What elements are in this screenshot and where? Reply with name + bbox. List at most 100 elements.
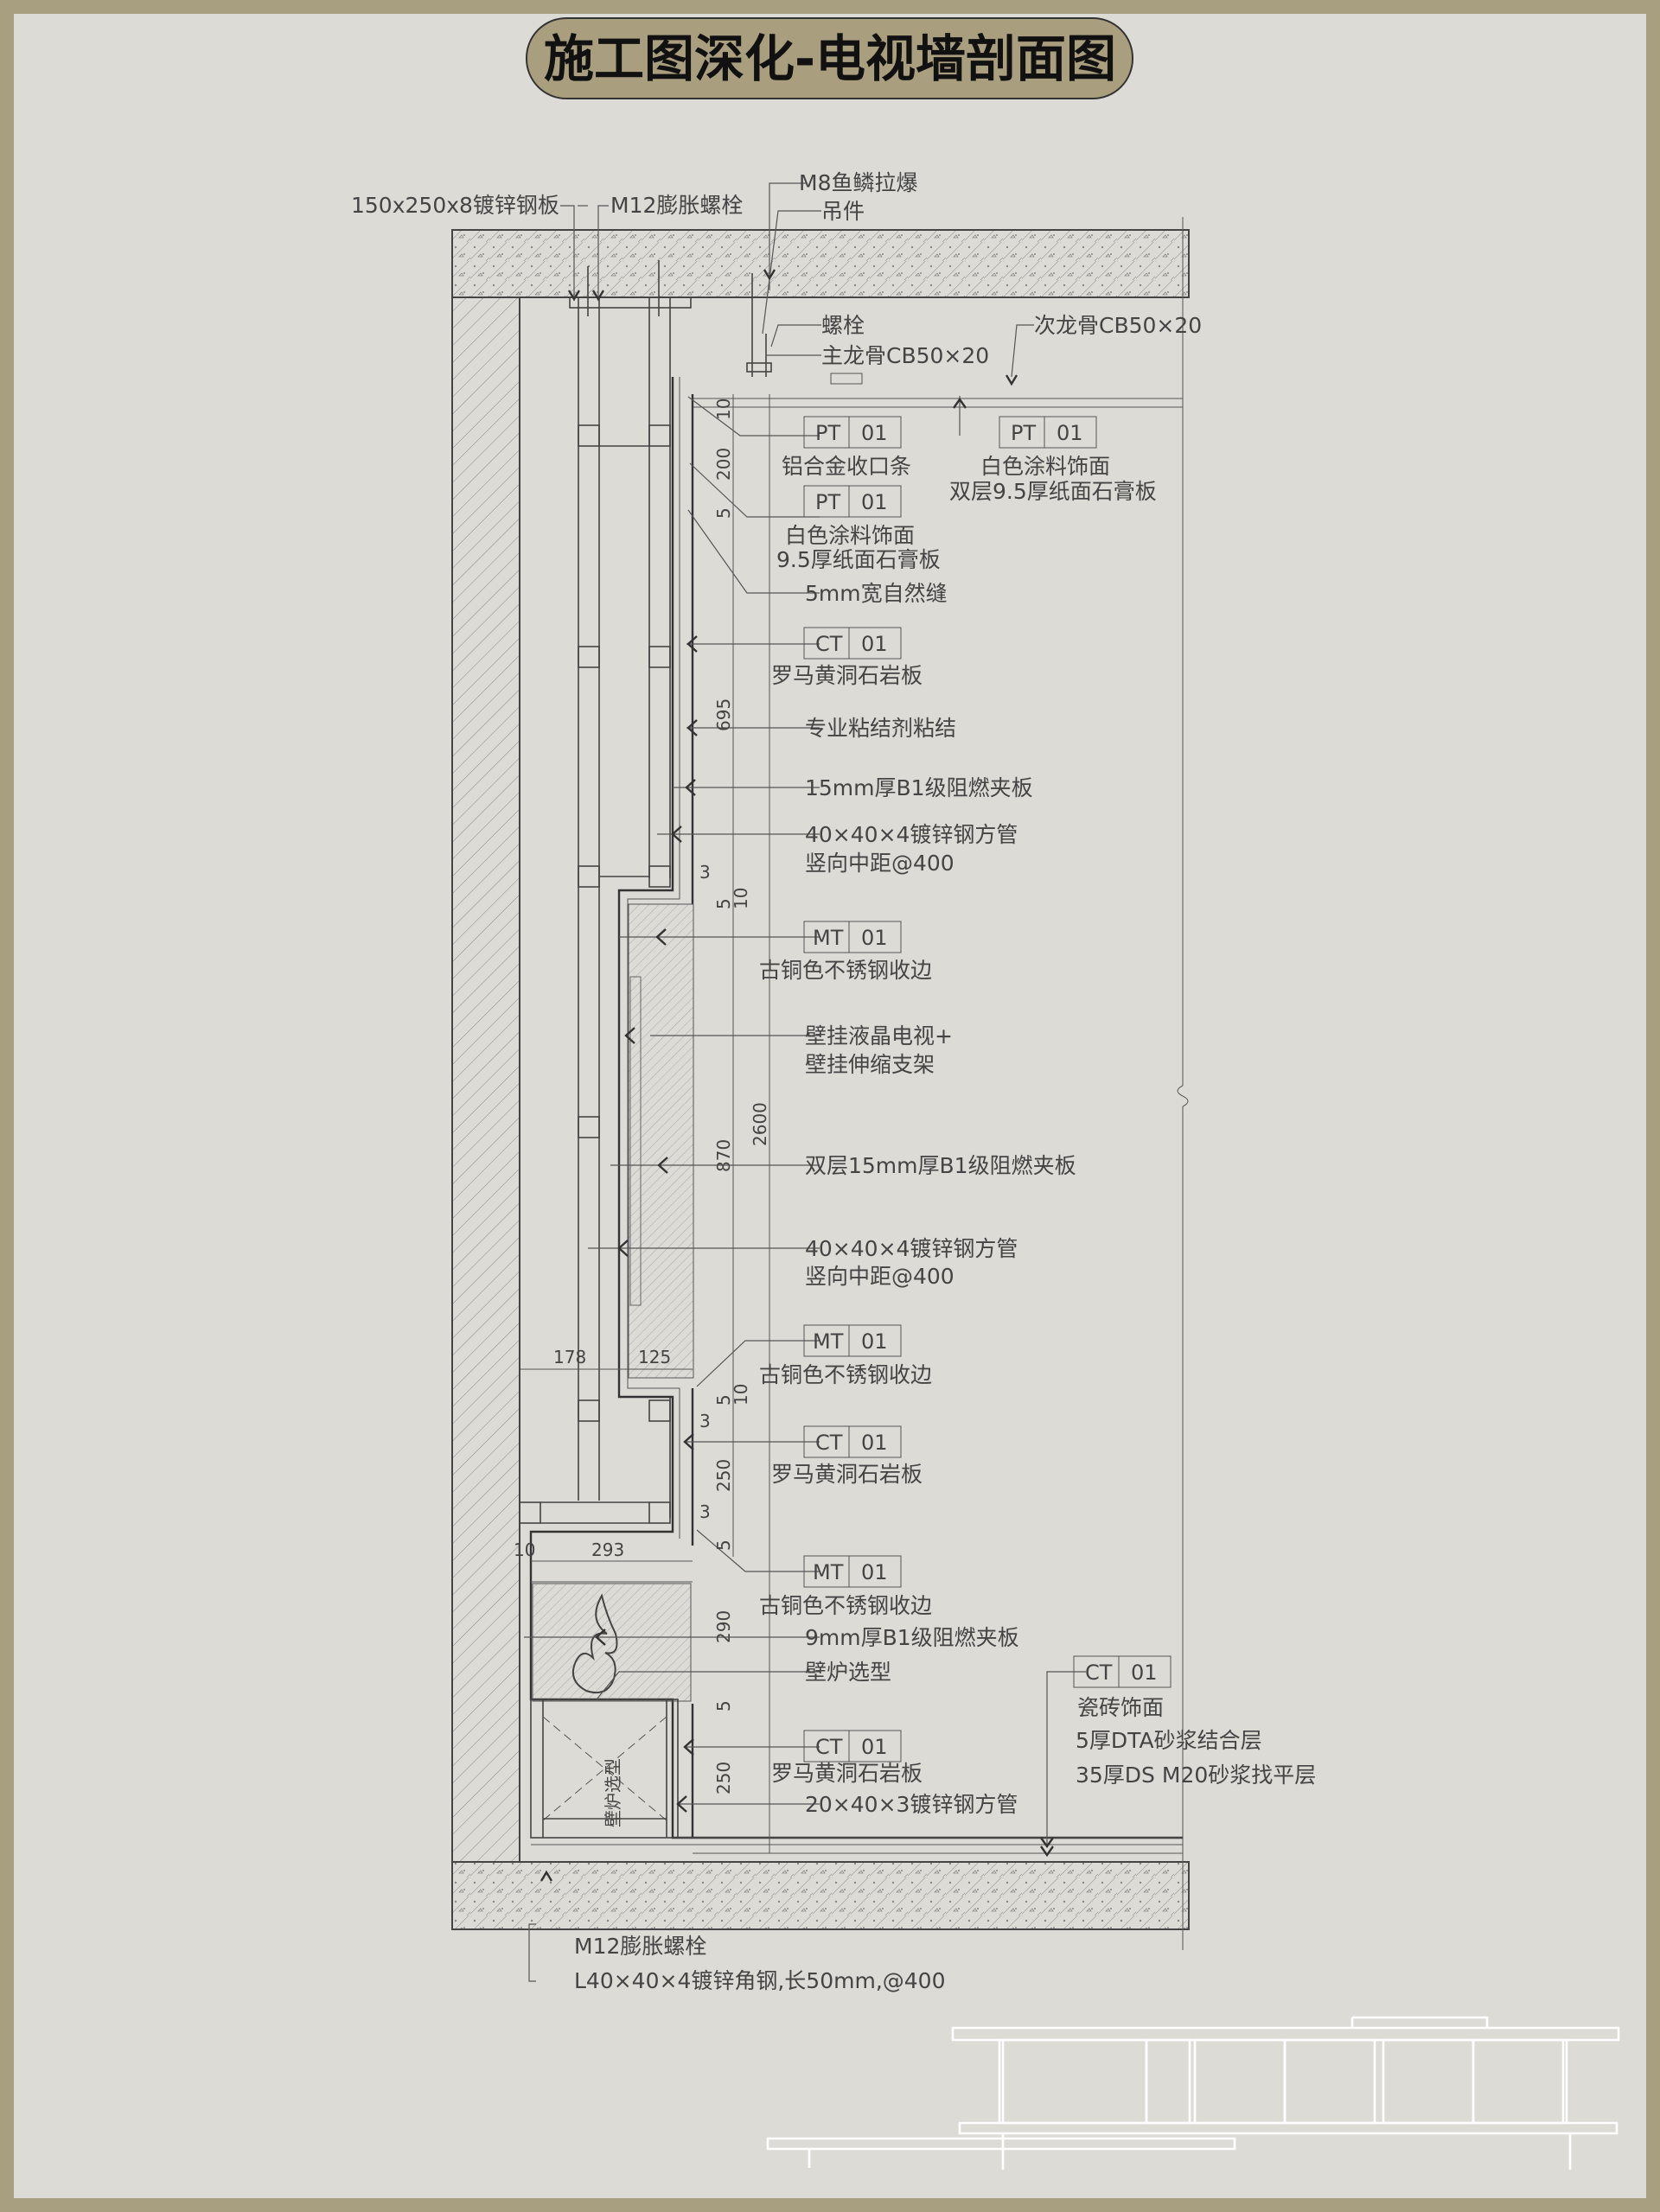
svg-text:5: 5 bbox=[713, 898, 734, 909]
furniture-outline bbox=[766, 2016, 1620, 2170]
break-symbol bbox=[1177, 1085, 1189, 1107]
angle-steel-label: L40×40×4镀锌角钢,长50mm,@400 bbox=[574, 1968, 945, 1993]
plywood-15-label: 15mm厚B1级阻燃夹板 bbox=[805, 775, 1033, 800]
svg-text:2600: 2600 bbox=[750, 1102, 770, 1146]
finish-profile bbox=[529, 377, 1183, 1839]
tag-mt-2: MT 01 bbox=[803, 1324, 902, 1357]
tag-mt-1: MT 01 bbox=[803, 921, 902, 953]
svg-text:PT: PT bbox=[1011, 421, 1036, 445]
svg-text:200: 200 bbox=[713, 448, 734, 481]
svg-text:10: 10 bbox=[731, 1384, 751, 1406]
svg-text:01: 01 bbox=[861, 1735, 888, 1759]
svg-text:CT: CT bbox=[815, 1735, 843, 1759]
svg-text:870: 870 bbox=[713, 1139, 734, 1172]
dta-label: 5厚DTA砂浆结合层 bbox=[1076, 1728, 1262, 1753]
svg-text:5: 5 bbox=[713, 1700, 734, 1712]
svg-text:MT: MT bbox=[813, 1329, 844, 1354]
tile-finish-label: 瓷砖饰面 bbox=[1077, 1695, 1164, 1720]
stone-label-2: 罗马黄洞石岩板 bbox=[771, 1462, 923, 1487]
leader-lines bbox=[524, 182, 1086, 1982]
svg-text:CT: CT bbox=[1085, 1661, 1113, 1685]
svg-text:01: 01 bbox=[861, 632, 888, 656]
tag-pt-1: PT 01 bbox=[803, 416, 902, 449]
tube-label-2b: 竖向中距@400 bbox=[805, 1264, 954, 1289]
tv-label-a: 壁挂液晶电视+ bbox=[805, 1023, 953, 1049]
svg-text:01: 01 bbox=[861, 1431, 888, 1455]
arrow-heads bbox=[540, 269, 1054, 1882]
svg-text:01: 01 bbox=[861, 926, 888, 950]
svg-text:10: 10 bbox=[713, 398, 734, 420]
tag-ct-2: CT 01 bbox=[803, 1425, 902, 1458]
fireplace-vertical-label: 壁炉选型 bbox=[603, 1758, 623, 1827]
svg-text:01: 01 bbox=[861, 1560, 888, 1584]
svg-text:MT: MT bbox=[813, 926, 844, 950]
dimension-lines bbox=[520, 394, 770, 1853]
plywood-9-label: 9mm厚B1级阻燃夹板 bbox=[805, 1625, 1019, 1650]
ceiling-board-label: 双层9.5厚纸面石膏板 bbox=[949, 479, 1157, 504]
tv-cavity bbox=[628, 903, 694, 1379]
svg-text:293: 293 bbox=[591, 1539, 624, 1560]
tag-pt-3: PT 01 bbox=[803, 485, 902, 518]
tube-label-1a: 40×40×4镀锌钢方管 bbox=[805, 822, 1018, 847]
svg-text:01: 01 bbox=[861, 1329, 888, 1354]
svg-text:01: 01 bbox=[861, 421, 888, 445]
page-title: 施工图深化-电视墙剖面图 bbox=[544, 29, 1116, 88]
tag-ct-4: CT 01 bbox=[803, 1730, 902, 1763]
ceiling-slab bbox=[451, 229, 1190, 298]
wall-board-label: 9.5厚纸面石膏板 bbox=[776, 547, 941, 572]
svg-text:MT: MT bbox=[813, 1560, 844, 1584]
top-bolt-label: M12膨胀螺栓 bbox=[610, 193, 743, 218]
tube-label-1b: 竖向中距@400 bbox=[805, 851, 954, 876]
svg-text:290: 290 bbox=[713, 1610, 734, 1643]
svg-text:CT: CT bbox=[815, 632, 843, 656]
ceiling-paint-label: 白色涂料饰面 bbox=[980, 454, 1110, 479]
svg-text:125: 125 bbox=[638, 1347, 671, 1367]
plywood-double-label: 双层15mm厚B1级阻燃夹板 bbox=[805, 1153, 1076, 1178]
lower-cabinet: 壁炉选型 bbox=[530, 1699, 679, 1839]
svg-text:250: 250 bbox=[713, 1762, 734, 1794]
title-banner: 施工图深化-电视墙剖面图 bbox=[526, 17, 1133, 99]
fireplace-label: 壁炉选型 bbox=[805, 1660, 891, 1685]
top-plate-label: 150x250x8镀锌钢板 bbox=[351, 193, 559, 218]
tag-mt-3: MT 01 bbox=[803, 1555, 902, 1588]
tag-ct-3: CT 01 bbox=[1073, 1655, 1172, 1688]
mt-label-2: 古铜色不锈钢收边 bbox=[759, 1362, 932, 1387]
svg-text:5: 5 bbox=[713, 1394, 734, 1406]
tube-label-2a: 40×40×4镀锌钢方管 bbox=[805, 1236, 1018, 1261]
svg-text:CT: CT bbox=[815, 1431, 843, 1455]
svg-text:PT: PT bbox=[815, 421, 840, 445]
gap-label: 5mm宽自然缝 bbox=[805, 581, 948, 606]
bolt-label: 螺栓 bbox=[821, 313, 865, 338]
adhesive-label: 专业粘结剂粘结 bbox=[805, 716, 956, 741]
svg-text:01: 01 bbox=[1131, 1661, 1158, 1685]
structural-wall bbox=[451, 296, 520, 1863]
tag-ct-1: CT 01 bbox=[803, 627, 902, 660]
floor-slab bbox=[451, 1861, 1190, 1930]
aluminum-trim-label: 铝合金收口条 bbox=[782, 454, 911, 479]
wall-paint-label: 白色涂料饰面 bbox=[785, 523, 915, 548]
steel-frame bbox=[519, 296, 692, 1524]
svg-text:3: 3 bbox=[699, 1411, 711, 1431]
svg-text:PT: PT bbox=[815, 490, 840, 514]
stone-label-3: 罗马黄洞石岩板 bbox=[771, 1761, 923, 1786]
svg-text:5: 5 bbox=[713, 1539, 734, 1551]
bottom-bolt-label: M12膨胀螺栓 bbox=[574, 1934, 706, 1959]
tv-label-b: 壁挂伸缩支架 bbox=[805, 1052, 935, 1077]
svg-text:10: 10 bbox=[514, 1539, 535, 1560]
svg-text:250: 250 bbox=[713, 1459, 734, 1492]
svg-text:01: 01 bbox=[1057, 421, 1083, 445]
svg-text:01: 01 bbox=[861, 490, 888, 514]
stone-label-1: 罗马黄洞石岩板 bbox=[771, 663, 923, 688]
tv-panel bbox=[629, 976, 642, 1306]
svg-text:10: 10 bbox=[731, 888, 751, 909]
svg-text:3: 3 bbox=[699, 1501, 711, 1522]
drawing-sheet: 施工图深化-电视墙剖面图 bbox=[14, 14, 1646, 2198]
ds-mortar-label: 35厚DS M20砂浆找平层 bbox=[1076, 1763, 1316, 1788]
flame-icon bbox=[572, 1593, 618, 1694]
callout-labels: 150x250x8镀锌钢板 M12膨胀螺栓 M8鱼鳞拉爆 吊件 螺栓 主龙骨CB… bbox=[351, 170, 1316, 1993]
svg-text:695: 695 bbox=[713, 698, 734, 731]
svg-text:3: 3 bbox=[699, 862, 711, 883]
hanger-label: 吊件 bbox=[821, 199, 865, 224]
mt-label-1: 古铜色不锈钢收边 bbox=[759, 958, 932, 983]
tag-pt-2: PT 01 bbox=[999, 416, 1097, 449]
